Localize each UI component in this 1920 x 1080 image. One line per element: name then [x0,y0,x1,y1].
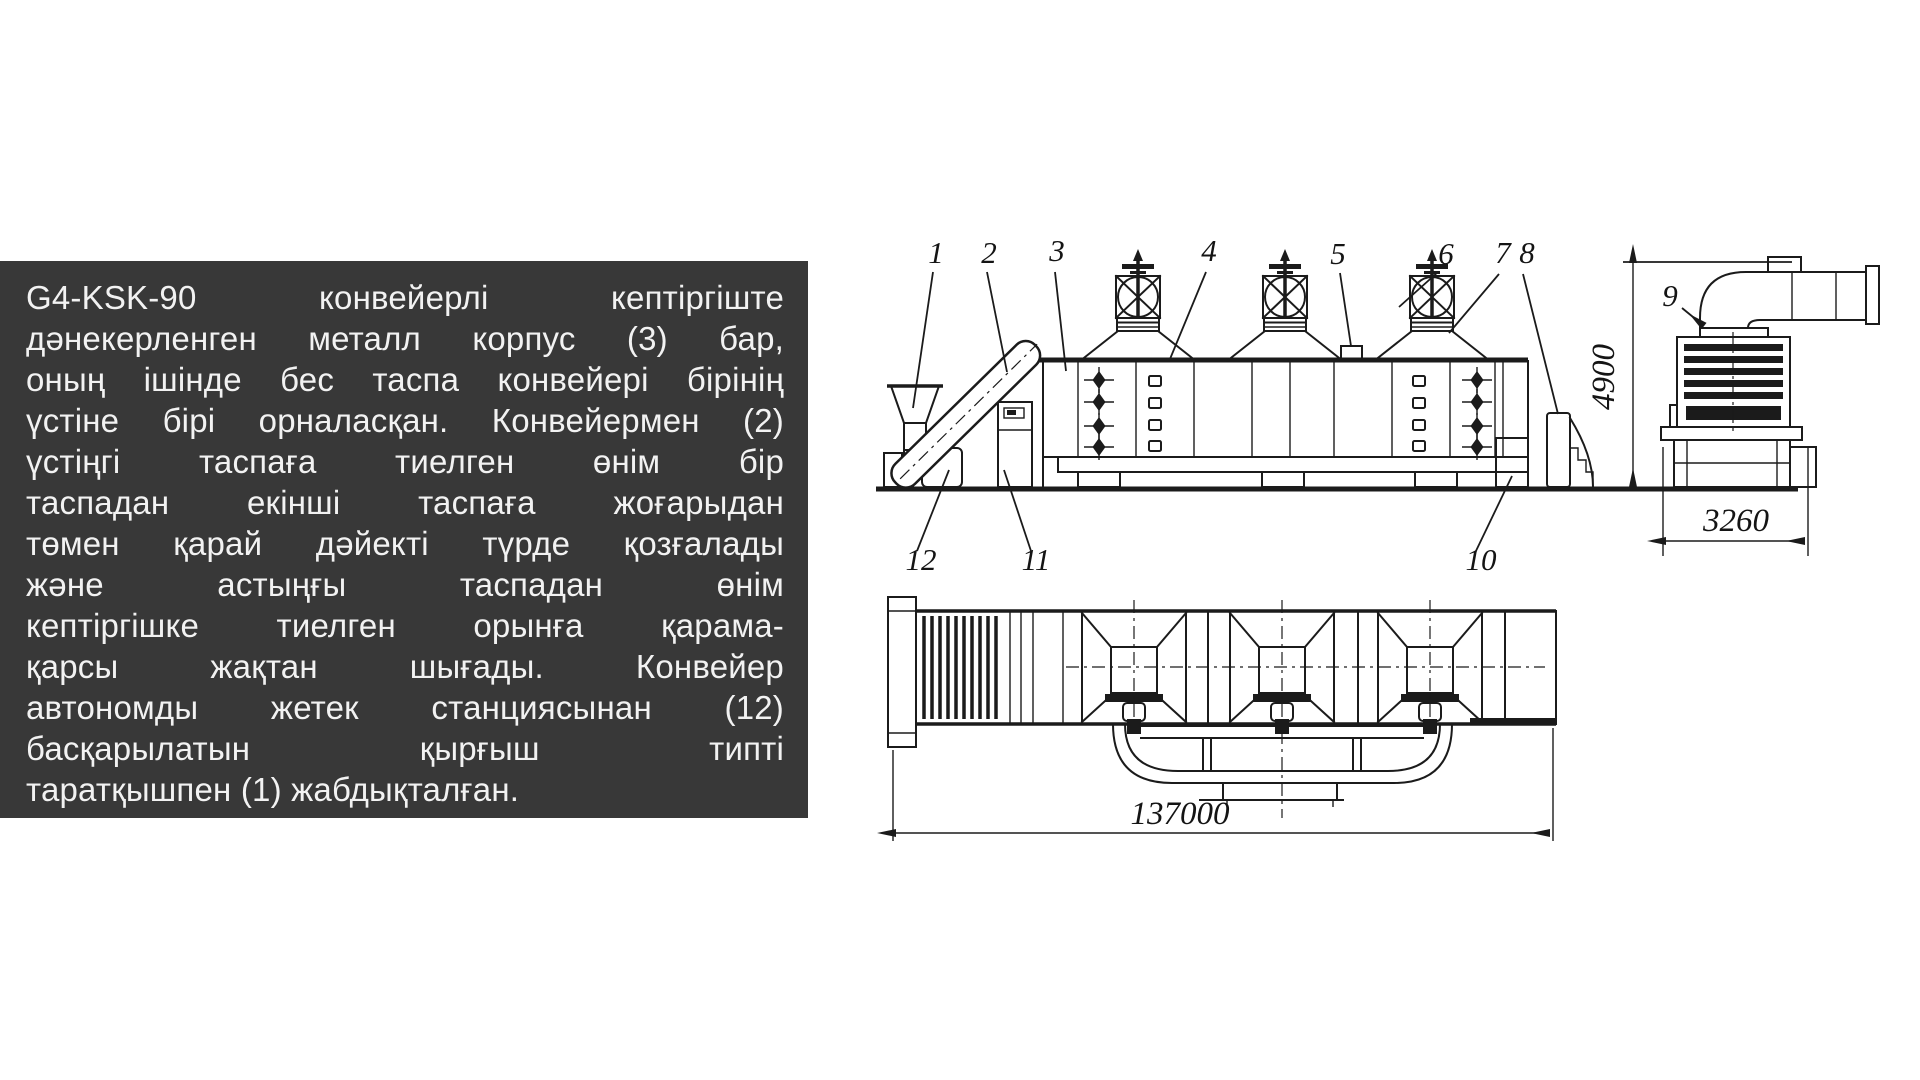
label-9: 9 [1662,278,1678,313]
side-elevation-view [876,247,1798,492]
label-2: 2 [981,235,997,270]
dim-height-text: 4900 [1586,344,1622,411]
dimension-length-137000: 137000 [877,728,1554,841]
heater-base [1660,426,1817,488]
label-12: 12 [906,542,937,577]
label-1: 1 [928,235,944,270]
dryer-body [1036,357,1529,488]
label-3: 3 [1048,233,1065,268]
description-line: G4-KSK-90 конвейерлі кептіргіште [26,279,784,316]
fan-tower-1 [1078,247,1198,363]
dimension-width-3260: 3260 [1647,447,1809,556]
description-line: басқарылатын қырғыш типті [26,730,784,767]
dim-width-text: 3260 [1702,503,1770,539]
description-line: төмен қарай дәйекті түрде қозғалады [26,525,784,562]
label-5: 5 [1330,236,1346,271]
label-11: 11 [1022,542,1051,577]
dim-length-text: 137000 [1131,796,1231,832]
description-line: кептіргішке тиелген орынға қарама- [26,607,784,644]
plan-view: 137000 [877,596,1557,841]
description-line: үстіне бірі орналасқан. Конвейермен (2) [26,402,784,439]
damper-symbols [1083,366,1493,461]
description-line: қарсы жақтан шығады. Конвейер [26,648,784,685]
description-line: үстіңгі таспаға тиелген өнім бір [26,443,784,480]
description-line: және астыңғы таспадан өнім [26,566,784,603]
description-line: таратқышпен (1) жабдықталған. [26,771,520,808]
label-8: 8 [1519,235,1535,270]
leader-lines [912,271,1707,554]
roof-box [1340,345,1363,362]
louver-stack [1669,332,1791,432]
part-labels: 1 2 3 4 5 6 7 8 9 10 11 12 [906,233,1678,577]
loading-conveyor [890,339,1042,489]
plan-manifold-piping [1111,722,1454,818]
control-cabinet [997,401,1033,488]
plan-louver-section [922,611,1064,724]
description-panel: G4-KSK-90 конвейерлі кептіргіште дәнекер… [0,261,808,818]
dimension-height-4900: 4900 [1586,244,1792,487]
label-10: 10 [1466,542,1498,577]
end-view-heater-unit [1660,256,1880,488]
description-line: таспадан екінші таспаға жоғарыдан [26,484,784,521]
plan-end-cap [887,596,917,748]
description-line: автономды жетек станциясынан (12) [26,689,784,726]
label-6: 6 [1438,236,1454,271]
dryer-technical-drawing: 4900 3260 1 2 3 4 5 [876,233,1880,841]
label-7: 7 [1495,235,1512,270]
description-line: оның ішінде бес таспа конвейері бірінің [26,361,784,398]
end-stairs-chute [1546,412,1595,489]
description-line: дәнекерленген металл корпус (3) бар, [26,320,784,357]
exhaust-elbow-duct [1699,256,1880,338]
fan-tower-2 [1225,247,1345,363]
plan-body [915,609,1557,726]
discharge-casing [1495,437,1529,489]
label-4: 4 [1201,233,1217,268]
